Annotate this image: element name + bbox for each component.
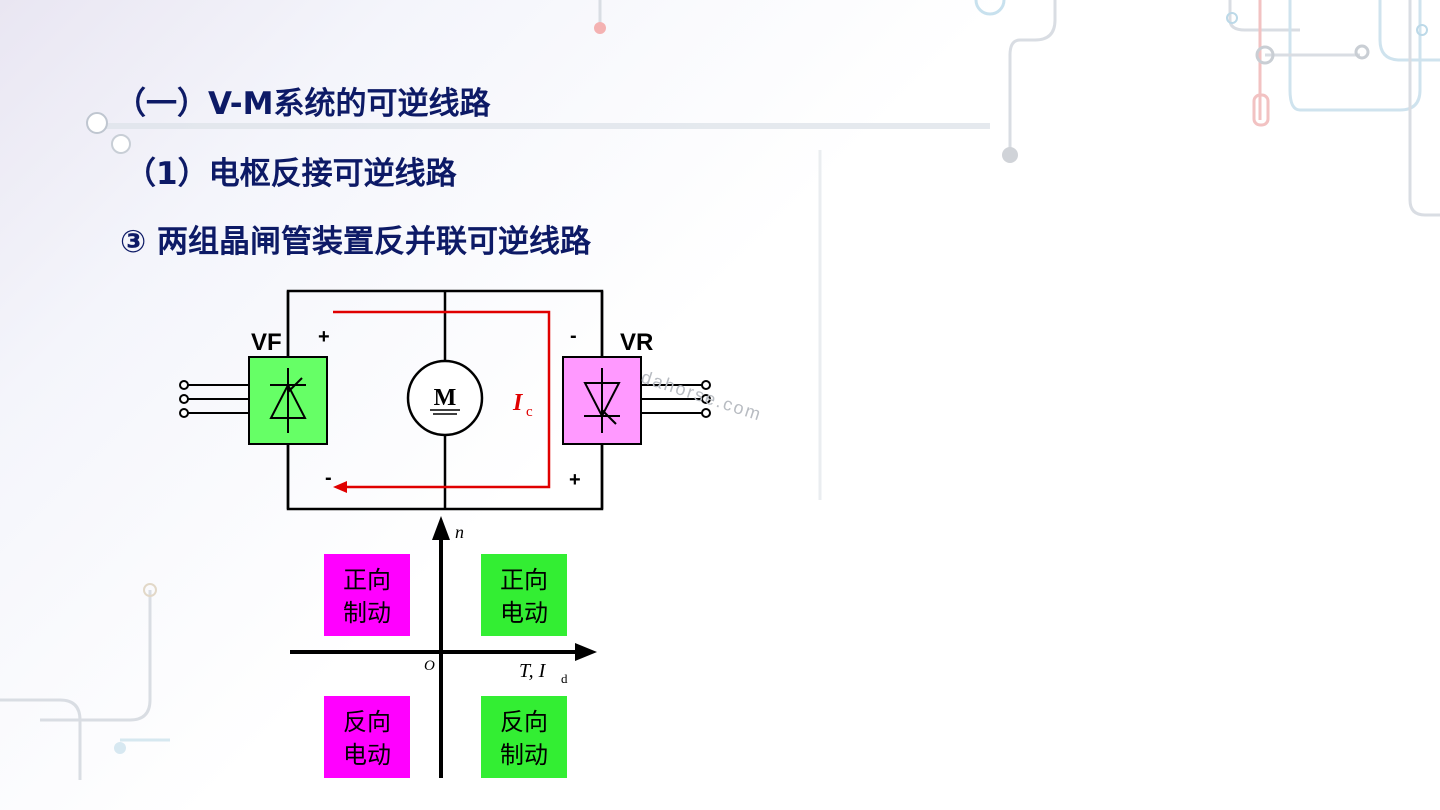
current-subscript: c	[526, 404, 533, 420]
vr-plus-sign: +	[569, 469, 581, 491]
quadrant-axes	[290, 528, 582, 778]
vr-minus-sign: -	[570, 325, 577, 347]
svg-text:M: M	[434, 385, 457, 411]
current-label: I	[512, 390, 524, 416]
vf-label: VF	[251, 329, 282, 356]
watermark: dahorse.com	[639, 367, 765, 425]
quadrant-3-box: 反向 电动	[324, 696, 410, 778]
circulating-current-path	[333, 310, 551, 489]
quadrant-4-box: 反向 制动	[481, 696, 567, 778]
vf-plus-sign: +	[318, 326, 330, 348]
svg-text:正向: 正向	[343, 566, 391, 594]
svg-text:反向: 反向	[343, 708, 391, 736]
svg-text:电动: 电动	[500, 599, 548, 627]
svg-text:反向: 反向	[500, 708, 548, 736]
quadrant-1-box: 正向 电动	[481, 554, 567, 636]
svg-text:电动: 电动	[343, 741, 391, 769]
topic-heading: ③ 两组晶闸管装置反并联可逆线路	[120, 224, 592, 260]
axis-x-subscript: d	[561, 671, 568, 686]
motor-symbol: M	[406, 359, 484, 437]
current-arrowhead	[333, 481, 347, 493]
vf-minus-sign: -	[325, 467, 332, 489]
section-heading: （一）V-M系统的可逆线路	[115, 86, 491, 122]
origin-label: O	[424, 658, 435, 674]
subsection-heading: （1）电枢反接可逆线路	[125, 156, 457, 192]
x-axis-arrowhead	[575, 643, 597, 661]
svg-text:制动: 制动	[343, 599, 391, 627]
vr-label: VR	[620, 329, 653, 356]
vf-converter	[179, 356, 328, 445]
svg-text:正向: 正向	[500, 566, 548, 594]
axis-x-label: T, I	[519, 660, 547, 682]
axis-y-label: n	[455, 522, 464, 542]
y-axis-arrowhead	[432, 516, 450, 540]
svg-text:制动: 制动	[500, 741, 548, 769]
quadrant-2-box: 正向 制动	[324, 554, 410, 636]
